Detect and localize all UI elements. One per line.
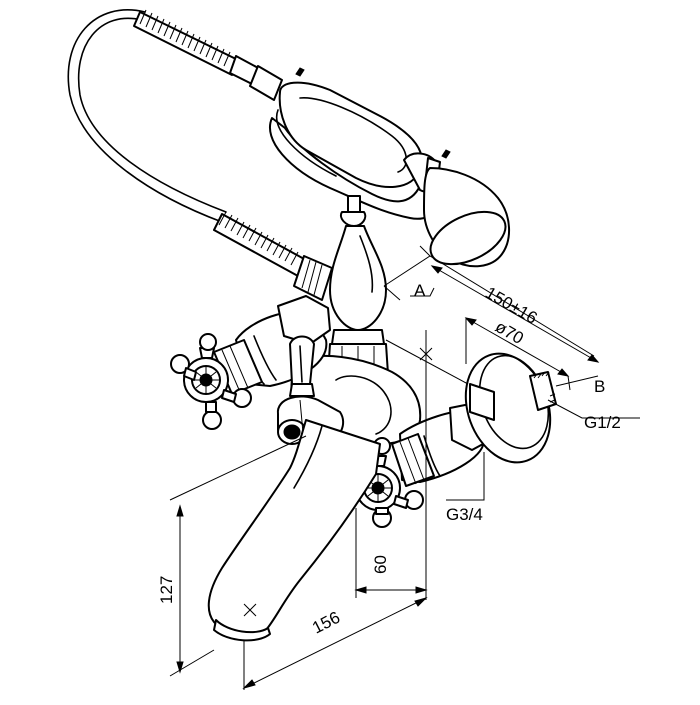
dim-spout-projection: 156 xyxy=(309,608,343,638)
dim-rail-distance: 150±16 xyxy=(482,283,541,328)
shower-hose xyxy=(67,9,333,301)
dimension-lines xyxy=(169,245,640,690)
label-a: A xyxy=(414,281,426,300)
bath-spout xyxy=(207,419,381,642)
hose-coil-upper xyxy=(133,9,283,101)
hose-coil-lower xyxy=(213,211,333,301)
hand-shower xyxy=(269,67,511,268)
label-g12: G1/2 xyxy=(584,413,621,432)
dim-spout-height: 127 xyxy=(157,576,176,604)
left-cross-handle xyxy=(170,333,252,430)
label-b: B xyxy=(594,377,605,396)
wall-rosette xyxy=(464,352,557,464)
label-g34: G3/4 xyxy=(446,505,483,524)
dim-centre-distance: 60 xyxy=(371,555,390,574)
